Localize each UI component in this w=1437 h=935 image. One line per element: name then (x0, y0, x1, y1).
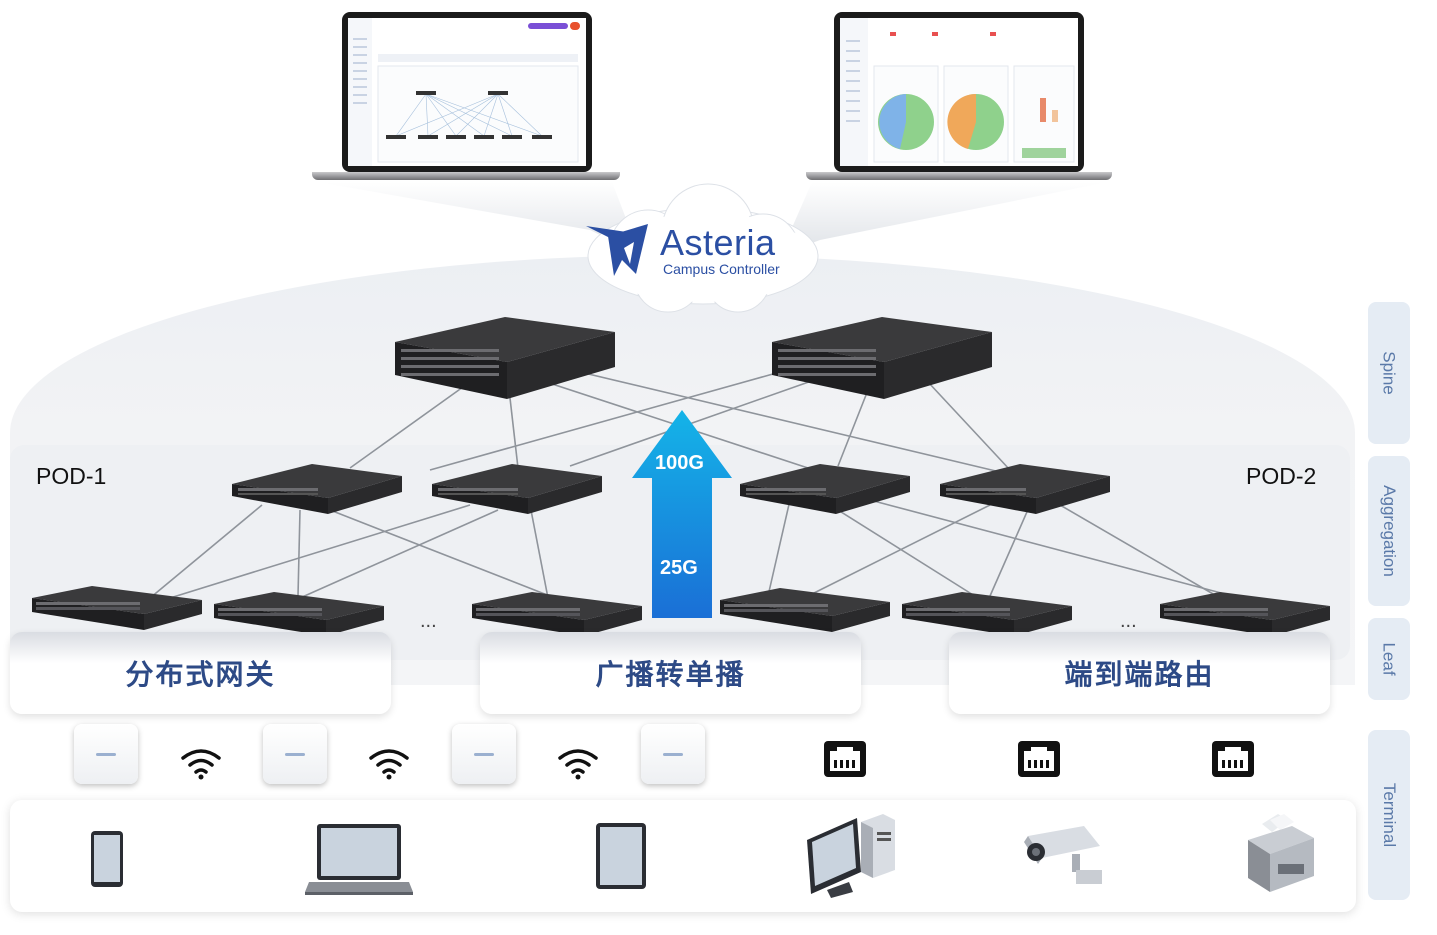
terminal-devices-panel (10, 800, 1356, 912)
aggregation-switch-2 (432, 464, 602, 514)
ethernet-port-icon (1212, 741, 1254, 777)
leaf-switch-5 (902, 592, 1072, 636)
asteria-logo-icon (586, 224, 648, 276)
feature-broadcast-to-unicast: 广播转单播 (480, 632, 861, 714)
spine-switch-1 (395, 317, 615, 399)
aggregation-switch-3 (740, 464, 910, 514)
controller-cloud (578, 178, 828, 318)
wifi-icon (369, 749, 409, 780)
feature-label: 广播转单播 (595, 658, 746, 691)
feature-label: 分布式网关 (125, 658, 276, 691)
desktop-computer-icon (807, 814, 895, 898)
leaf-ellipsis-pod1: ... (420, 610, 437, 632)
feature-distributed-gateway: 分布式网关 (10, 632, 391, 714)
brand-subtitle: Campus Controller (663, 261, 780, 277)
topology-links (149, 371, 1241, 601)
bandwidth-arrow-icon (632, 410, 732, 618)
brand-name: Asteria (660, 222, 776, 263)
aggregation-switch-1 (232, 464, 402, 514)
ethernet-port-icon (1018, 741, 1060, 777)
security-camera-icon (1024, 826, 1102, 884)
wifi-icon (181, 749, 221, 780)
layer-terminal: Terminal (1368, 730, 1410, 900)
leaf-switch-4 (720, 588, 890, 632)
access-point-icon (452, 724, 516, 784)
laptop-icon (305, 824, 413, 895)
ethernet-port-icon (824, 741, 866, 777)
pod-2-label: POD-2 (1246, 463, 1317, 489)
controller-laptop-dashboard (806, 12, 1112, 182)
bandwidth-25g: 25G (660, 557, 698, 579)
feature-label: 端到端路由 (1064, 658, 1215, 691)
feature-end-to-end-routing: 端到端路由 (949, 632, 1330, 714)
layer-aggregation: Aggregation (1368, 456, 1410, 606)
spine-switch-2 (772, 317, 992, 399)
pod-1-label: POD-1 (36, 463, 107, 489)
layer-leaf: Leaf (1368, 618, 1410, 700)
bandwidth-100g: 100G (655, 452, 704, 474)
leaf-ellipsis-pod2: ... (1120, 610, 1137, 632)
leaf-switch-3 (472, 592, 642, 636)
aggregation-switch-4 (940, 464, 1110, 514)
projection-beams (318, 182, 1108, 255)
layer-spine: Spine (1368, 302, 1410, 444)
access-point-icon (74, 724, 138, 784)
access-point-icon (263, 724, 327, 784)
phone-icon (91, 831, 123, 887)
leaf-switch-6 (1160, 592, 1330, 636)
access-point-icon (641, 724, 705, 784)
wifi-icon (558, 749, 598, 780)
printer-icon (1248, 814, 1314, 892)
controller-laptop-topology (312, 12, 620, 182)
leaf-switch-1 (32, 586, 202, 630)
leaf-switch-2 (214, 592, 384, 636)
tablet-icon (596, 823, 646, 889)
